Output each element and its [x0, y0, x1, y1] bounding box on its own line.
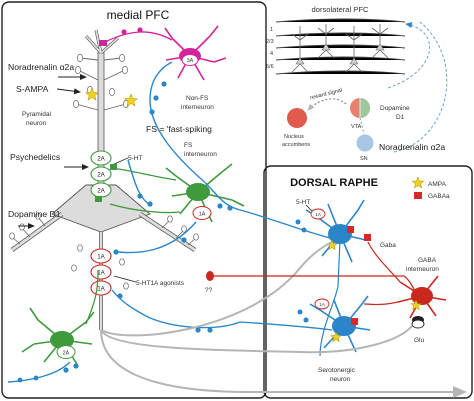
- dorsal-raphe-title: DORSAL RAPHE: [290, 177, 378, 189]
- fs-definition-label: FS = 'fast-spiking: [146, 124, 212, 134]
- receptor-1a-label: 1A: [97, 270, 105, 277]
- nucleus-label-line2: accumbens: [282, 142, 310, 148]
- s-ampa-arrow: [56, 88, 81, 95]
- dopamine-d1-dl-line1: Dopamine: [380, 105, 410, 112]
- ampa-legend-label: AMPA: [428, 181, 447, 188]
- dorsal-raphe-panel: DORSAL RAPHE AMPA GABAa 1A 5-HT Gaba: [263, 165, 473, 399]
- layer-labels: 1 2/3 4 5/6: [266, 27, 274, 70]
- raphe-5ht-label: 5-HT: [296, 199, 310, 206]
- serotonergic-neuron-lower: 1A: [309, 295, 371, 353]
- psychedelics-label: Psychedelics: [10, 152, 60, 162]
- layer-label: 1: [270, 27, 273, 33]
- receptor-1a-label: 1A: [97, 286, 105, 293]
- receptor-1a-label: 1A: [319, 302, 326, 307]
- nucleus-accumbens-node: [287, 108, 307, 128]
- non-fs-label-line1: Non-FS: [186, 95, 209, 102]
- serotonergic-label-line2: neuron: [330, 376, 351, 383]
- fs-label-line2: interneuron: [184, 151, 217, 158]
- medial-pfc-panel: medial PFC: [1, 1, 267, 399]
- 5ht-label: 5-HT: [128, 155, 142, 162]
- fs-label-line1: FS: [184, 142, 193, 149]
- vta-node: VTA: [350, 98, 370, 130]
- gaba-projection: [214, 275, 419, 297]
- 5ht1a-agonists-label: 5-HT1A agonists: [136, 280, 185, 287]
- dopamine-projection-arc: [393, 21, 448, 153]
- unknown-label: ??: [205, 287, 213, 294]
- dopamine-d1-label: Dopamine D1: [8, 209, 61, 219]
- dlpfc-title: dorsolateral PFC: [312, 5, 369, 14]
- noradrenalin-label: Noradrenalin α2a: [8, 62, 74, 72]
- ampa-legend-icon: [411, 176, 425, 189]
- non-fs-label-line2: interneuron: [181, 104, 214, 111]
- raphe-5ht-pointer: [305, 204, 313, 212]
- serotonergic-label-line1: Serotonergic: [318, 367, 356, 374]
- pyramidal-output-pathways: [100, 241, 467, 398]
- receptor-2a-label: 2A: [97, 156, 105, 163]
- sn-node: [356, 134, 374, 152]
- serotonin-varicosities: [17, 81, 233, 383]
- vta-sn-link: [359, 117, 365, 135]
- 5ht1a-agonists-pointer: [113, 275, 137, 283]
- vta-label: VTA: [351, 124, 362, 130]
- receptor-2a-cluster: 2A 2A 2A: [90, 150, 112, 198]
- receptor-3a-label: 3A: [187, 58, 194, 64]
- glu-label: Glu: [414, 337, 425, 344]
- receptor-1a-cluster: 1A 1A 1A: [90, 248, 112, 296]
- serotonin-projection-upper: [239, 209, 331, 239]
- layer-label: 5/6: [266, 64, 274, 70]
- ampa-star-icon: [84, 87, 139, 107]
- gabaa-legend-icon: [414, 192, 422, 199]
- fs-interneuron-right: 1A: [95, 163, 245, 223]
- serotonergic-neuron-upper: 1A: [305, 199, 367, 263]
- gaba-inter-label-line2: interneuron: [406, 266, 439, 273]
- gaba-inter-label-line1: GABA: [418, 257, 437, 264]
- noradrenalin-projection-arc: [387, 22, 430, 89]
- layer-label: 4: [270, 51, 273, 57]
- 5ht-pointer: [111, 157, 129, 166]
- gaba-terminal: [364, 234, 371, 241]
- receptor-1a-label: 1A: [97, 254, 105, 261]
- receptor-2a-label: 2A: [97, 188, 105, 195]
- noradrenalin-dl-label: Noradrenalin α2a: [379, 142, 445, 152]
- gaba-label: Gaba: [380, 242, 396, 249]
- fs-interneuron-bottom: 2A: [21, 269, 99, 367]
- gabaa-legend-label: GABAa: [428, 193, 450, 200]
- dlpfc-neurons: [291, 24, 389, 73]
- serotonin-axons-mpfc: [7, 61, 241, 383]
- layer-label: 2/3: [266, 39, 274, 45]
- receptor-2a-label: 2A: [63, 351, 70, 357]
- unknown-terminal: [206, 271, 214, 281]
- pyramidal-label-line1: Pyramidal: [22, 111, 51, 118]
- dopamine-d1-dl-line2: D1: [396, 114, 405, 121]
- non-fs-interneuron: 3A: [99, 25, 227, 81]
- sn-label: SN: [360, 156, 368, 162]
- receptor-1a-label: 1A: [315, 212, 322, 217]
- dorsolateral-pfc-panel: dorsolateral PFC 1 2/3 4 5/6: [266, 5, 448, 162]
- pyramidal-label-line2: neuron: [26, 120, 47, 127]
- medial-pfc-frame: [1, 1, 267, 399]
- reward-signal-arrow: [307, 98, 347, 111]
- receptor-1a-label: 1A: [199, 212, 206, 218]
- dorsal-raphe-frame: [263, 165, 473, 399]
- pyramidal-neuron: [9, 29, 199, 330]
- serotonin-projection-lower: [239, 321, 333, 331]
- gaba-interneuron: [363, 241, 447, 319]
- medial-pfc-title: medial PFC: [107, 8, 170, 22]
- receptor-2a-label: 2A: [97, 172, 105, 179]
- cortical-layer-lines: [275, 18, 406, 75]
- nucleus-label-line1: Nucleus: [284, 134, 304, 140]
- s-ampa-label: S-AMPA: [16, 84, 49, 94]
